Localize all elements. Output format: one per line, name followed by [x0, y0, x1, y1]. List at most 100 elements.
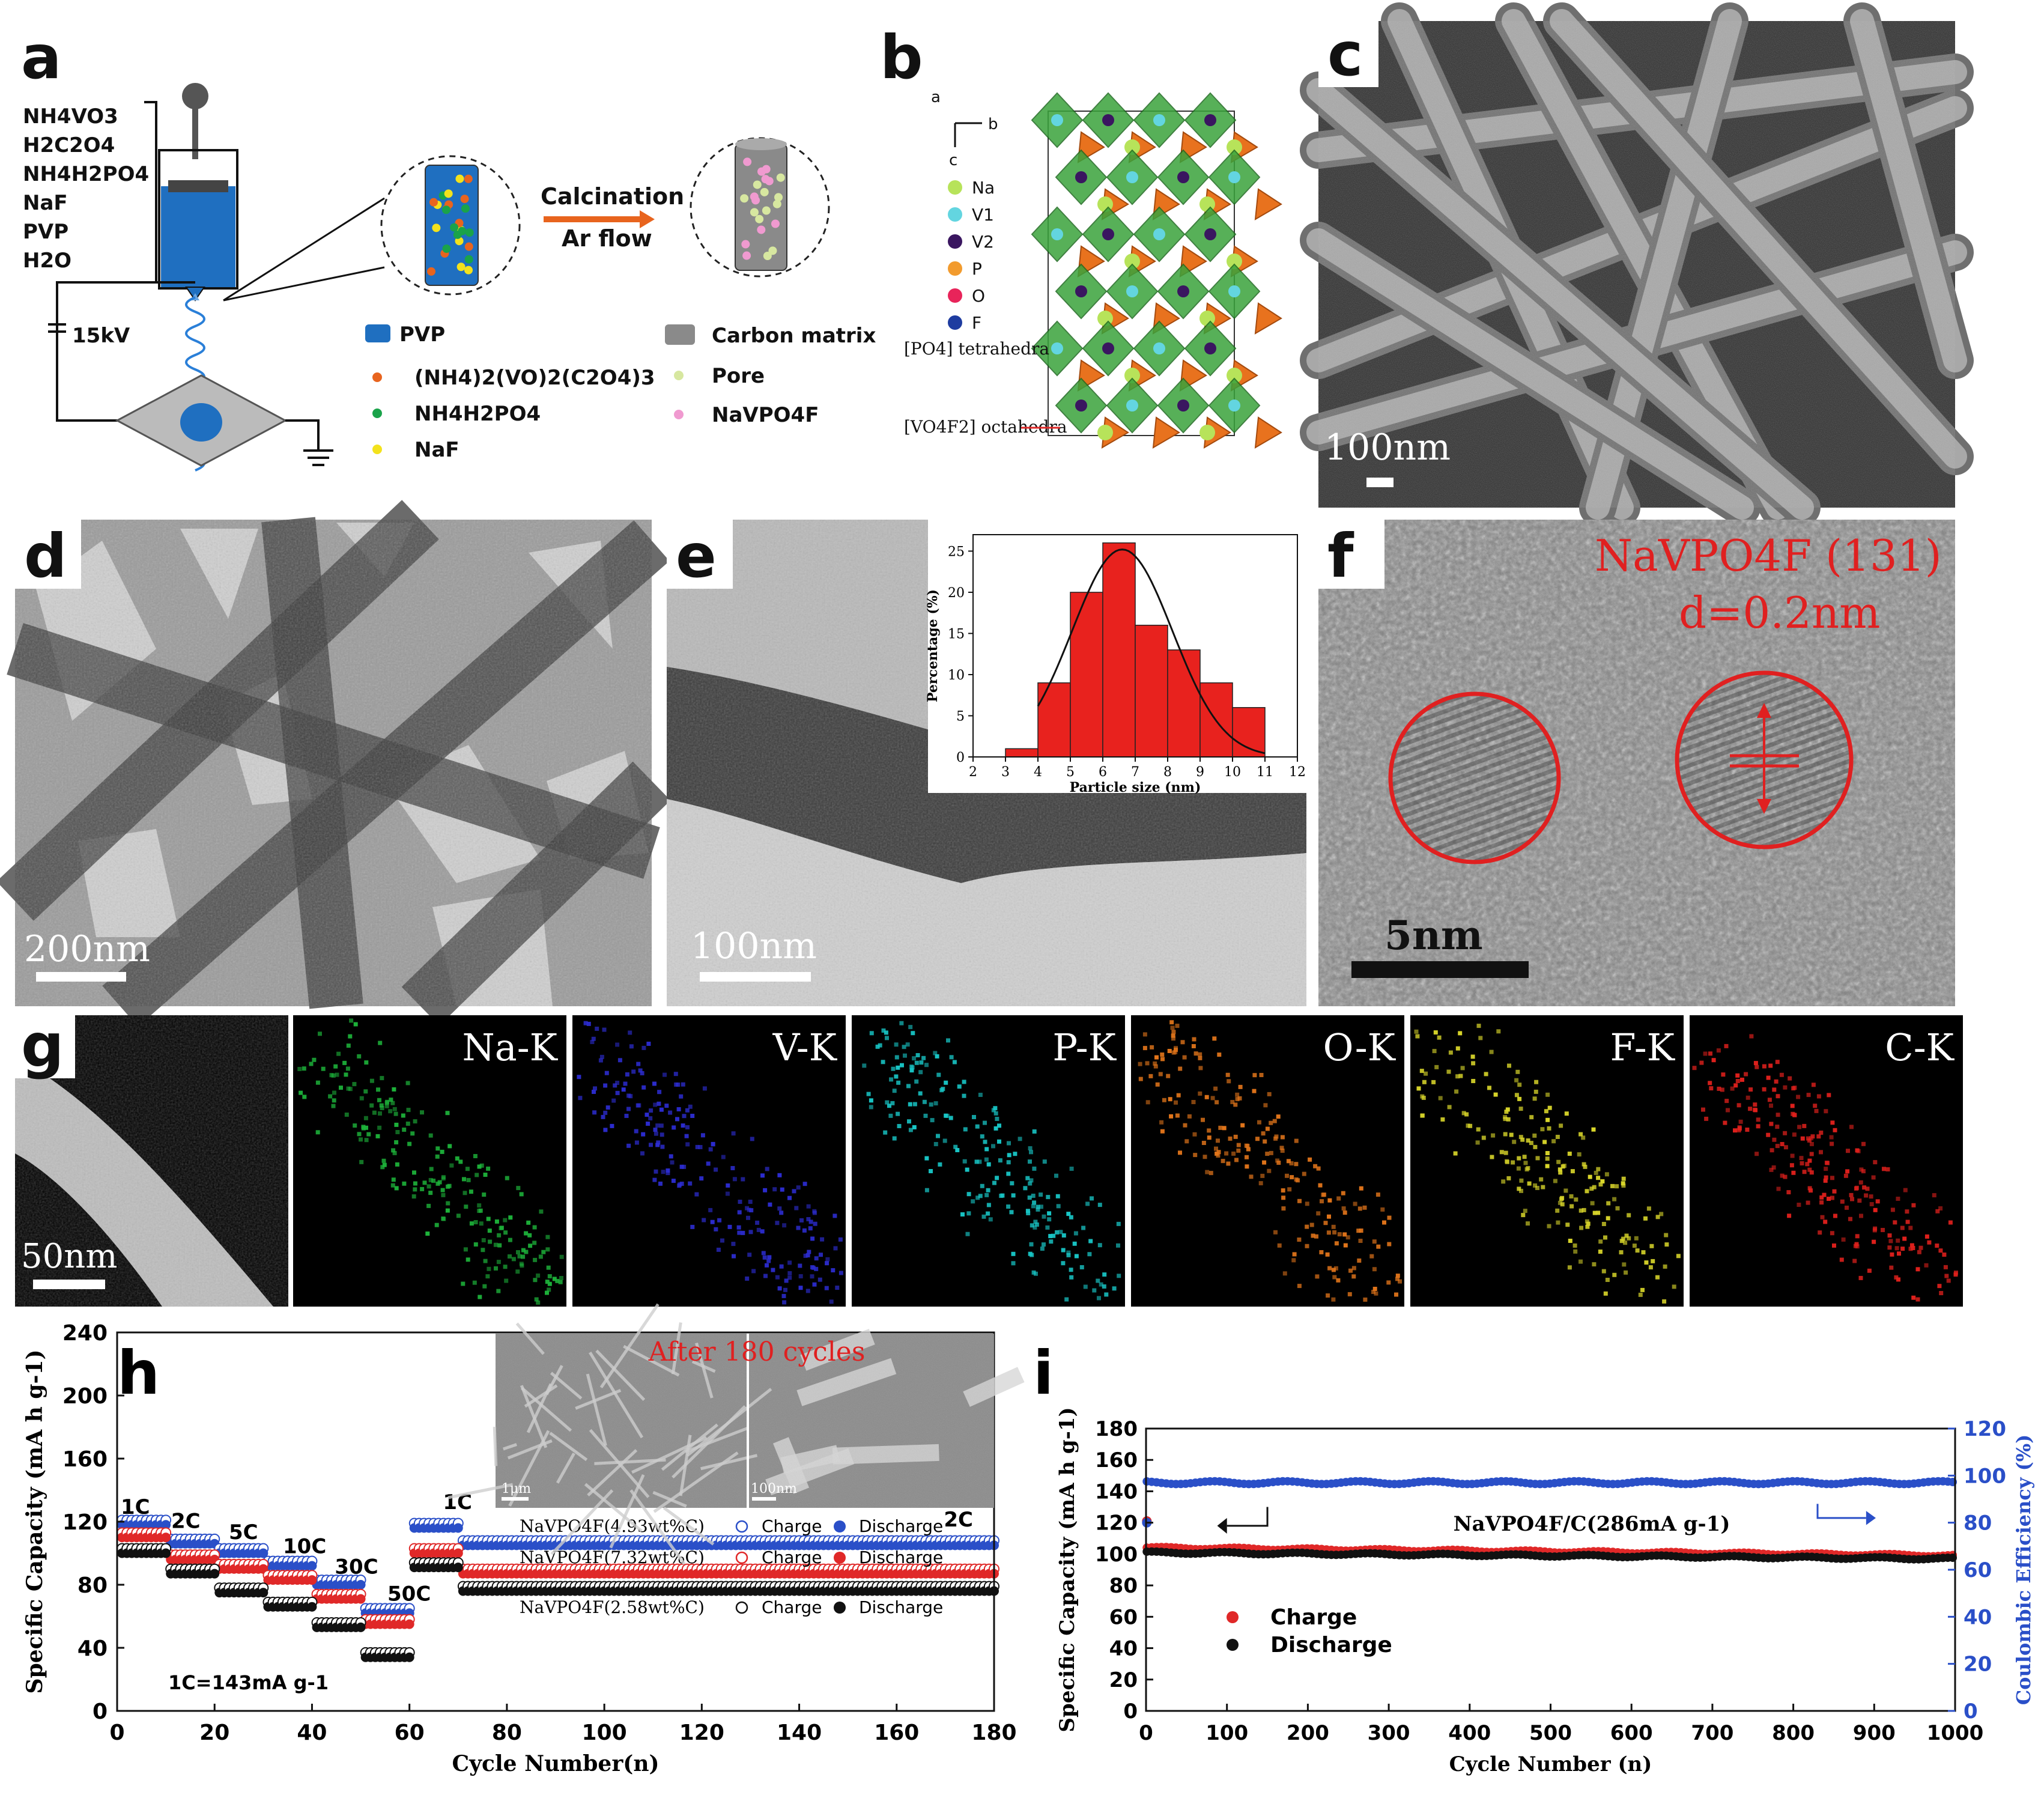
inset-scale-2: 100nm [751, 1481, 797, 1496]
map-pixel [1596, 1176, 1601, 1180]
map-pixel [803, 1253, 808, 1258]
histogram-bar [1135, 624, 1168, 758]
syringe [158, 83, 238, 302]
map-pixel [1178, 1150, 1182, 1155]
product-dot [757, 225, 766, 234]
map-pixel [483, 1173, 488, 1177]
map-pixel [1545, 1092, 1550, 1097]
y2-tick-label: 60 [1964, 1558, 1992, 1582]
map-pixel [634, 1140, 639, 1145]
map-pixel [559, 1276, 563, 1280]
map-pixel [726, 1183, 730, 1188]
map-pixel [805, 1253, 810, 1258]
map-pixel [1717, 1086, 1721, 1091]
map-pixel [659, 1123, 664, 1128]
vanadium-atom [1102, 342, 1114, 354]
map-pixel [1238, 1084, 1243, 1089]
map-pixel [894, 1042, 899, 1047]
map-pixel [558, 1280, 563, 1284]
map-pixel [1772, 1137, 1777, 1142]
map-pixel [1515, 1069, 1520, 1074]
map-pixel [1420, 1113, 1425, 1118]
map-pixel [384, 1101, 389, 1105]
x-tick-label: 0 [109, 1721, 124, 1745]
map-pixel [634, 1129, 638, 1134]
map-pixel [1632, 1244, 1637, 1248]
map-pixel [1460, 1066, 1465, 1071]
reagent-5: H2O [23, 249, 71, 273]
map-pixel [1568, 1239, 1572, 1243]
map-pixel [1848, 1216, 1852, 1221]
map-pixel [1526, 1221, 1530, 1226]
map-pixel [539, 1209, 544, 1214]
map-pixel [1058, 1230, 1063, 1235]
map-pixel [382, 1162, 387, 1167]
map-pixel [528, 1244, 533, 1248]
map-pixel [369, 1078, 374, 1083]
map-pixel [1730, 1086, 1735, 1091]
map-pixel [533, 1278, 538, 1283]
map-pixel [547, 1274, 552, 1278]
map-pixel [1775, 1125, 1780, 1129]
map-pixel [670, 1160, 675, 1165]
map-pixel [344, 1113, 349, 1117]
map-pixel [629, 1044, 634, 1049]
map-pixel [1872, 1228, 1877, 1233]
map-pixel [765, 1263, 769, 1268]
map-pixel [1514, 1093, 1519, 1098]
map-pixel [1735, 1079, 1740, 1083]
map-pixel [1938, 1206, 1943, 1210]
precursor-dot [427, 267, 436, 276]
map-pixel [1902, 1236, 1907, 1241]
map-pixel [1533, 1183, 1538, 1188]
map-pixel [802, 1228, 807, 1233]
map-pixel [390, 1101, 395, 1105]
map-pixel [626, 1107, 631, 1111]
map-pixel [402, 1128, 407, 1132]
map-pixel [578, 1096, 583, 1101]
map-pixel [1142, 1032, 1147, 1037]
map-pixel [760, 1229, 765, 1234]
map-pixel [1359, 1186, 1363, 1191]
map-pixel [1813, 1104, 1818, 1108]
map-pixel [1512, 1140, 1517, 1144]
map-pixel [603, 1128, 608, 1132]
map-pixel [1911, 1295, 1916, 1300]
map-pixel [392, 1087, 396, 1092]
map-pixel [756, 1227, 761, 1232]
map-pixel [486, 1166, 491, 1171]
map-pixel [1736, 1128, 1741, 1132]
vanadium-atom [1204, 342, 1216, 354]
map-pixel [496, 1260, 501, 1265]
map-pixel [586, 1021, 591, 1026]
left-axis-arrow [1227, 1507, 1269, 1527]
map-pixel [1903, 1188, 1908, 1192]
map-pixel [1578, 1259, 1583, 1264]
map-pixel [1235, 1097, 1240, 1102]
map-pixel [1173, 1049, 1178, 1054]
map-pixel [1138, 1062, 1142, 1066]
map-pixel [1461, 1111, 1466, 1116]
map-pixel [1099, 1282, 1103, 1287]
map-pixel [604, 1071, 609, 1075]
map-pixel [1864, 1193, 1869, 1198]
map-pixel [881, 1028, 886, 1033]
scale-bar-f [1351, 961, 1529, 978]
map-pixel [810, 1274, 814, 1279]
map-pixel [1833, 1128, 1837, 1132]
rate-label-2: 5C [229, 1520, 258, 1544]
scale-bar-e [700, 972, 811, 982]
map-pixel [1421, 1096, 1426, 1100]
map-pixel [1297, 1238, 1302, 1242]
map-pixel [1776, 1186, 1781, 1191]
map-pixel [1048, 1234, 1053, 1239]
map-pixel [545, 1235, 550, 1239]
map-pixel [1873, 1207, 1878, 1212]
y-tick-label: 240 [62, 1321, 108, 1346]
map-pixel [1624, 1233, 1629, 1238]
map-pixel [944, 1080, 948, 1085]
map-pixel [395, 1130, 400, 1134]
map-pixel [434, 1222, 439, 1227]
map-pixel [494, 1266, 498, 1271]
map-pixel [1908, 1226, 1913, 1230]
